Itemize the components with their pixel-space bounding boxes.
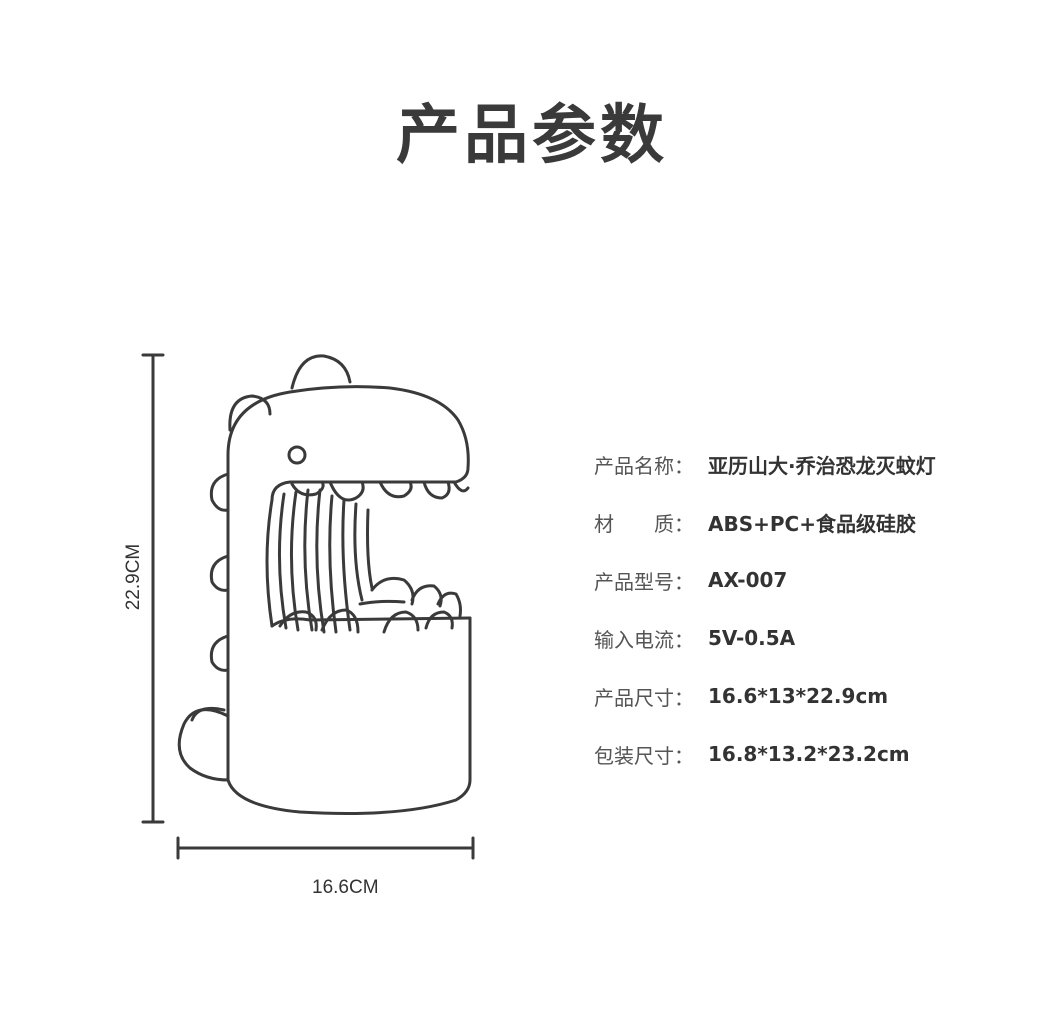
page-title: 产品参数 [396,99,668,173]
width-dimension-line [176,836,475,860]
spec-value: 16.8*13.2*23.2cm [708,742,910,766]
spec-value: 5V-0.5A [708,626,796,650]
dinosaur-lamp-icon [177,354,472,815]
height-dimension-label: 22.9CM [123,543,144,611]
spec-key: 产品尺寸： [594,685,694,710]
spec-row-material: 材 质： ABS+PC+食品级硅胶 [594,505,916,539]
height-dimension-line [141,353,165,824]
spec-row-package-size: 包装尺寸： 16.8*13.2*23.2cm [594,737,910,771]
spec-key: 产品名称： [594,453,694,478]
spec-value: ABS+PC+食品级硅胶 [708,511,916,536]
spec-row-model: 产品型号： AX-007 [594,563,787,597]
width-dimension-label: 16.6CM [312,877,379,898]
spec-key: 产品型号： [594,569,694,594]
spec-row-input-current: 输入电流： 5V-0.5A [594,621,795,655]
spec-value: AX-007 [708,568,788,592]
spec-row-product-size: 产品尺寸： 16.6*13*22.9cm [594,679,888,713]
spec-key: 材 质： [594,511,694,536]
spec-value: 亚历山大·乔治恐龙灭蚊灯 [708,453,936,478]
spec-key: 输入电流： [594,627,694,652]
spec-key: 包装尺寸： [594,743,694,768]
spec-value: 16.6*13*22.9cm [708,684,889,708]
spec-row-name: 产品名称： 亚历山大·乔治恐龙灭蚊灯 [594,447,936,481]
